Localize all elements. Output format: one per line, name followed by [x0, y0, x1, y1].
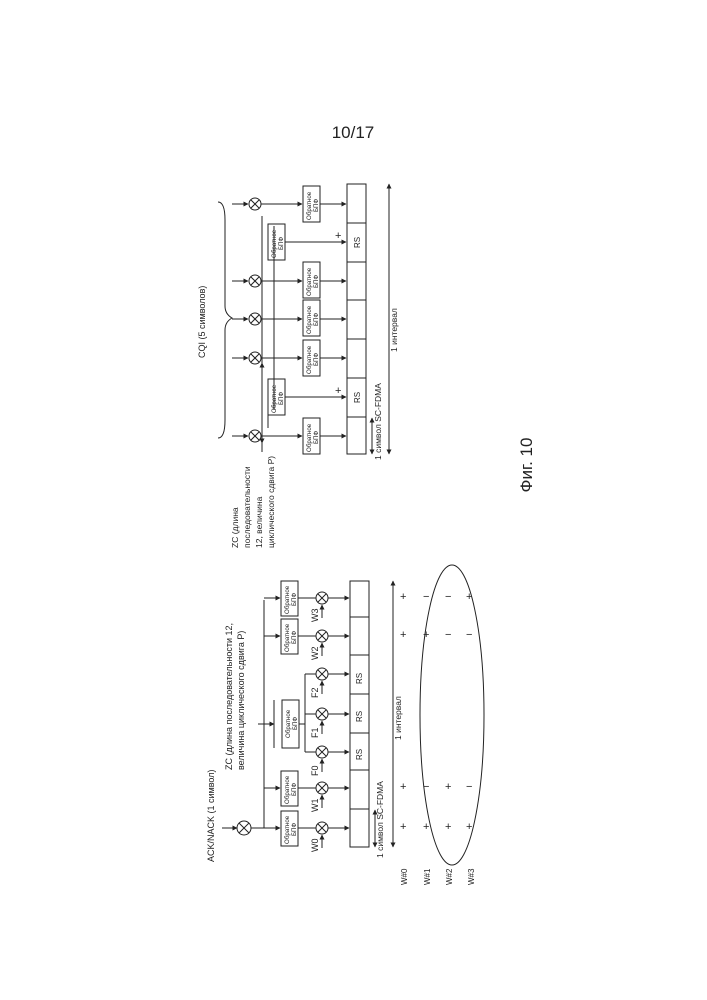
svg-text:−: − [445, 629, 451, 641]
figure-caption: Фиг. 10 [492, 430, 562, 500]
svg-text:Обратное: Обратное [284, 775, 291, 804]
walsh-w0: W0 [310, 839, 320, 853]
rs-label-left-2: RS [355, 711, 364, 722]
svg-text:+: + [400, 591, 406, 603]
svg-text:+: + [466, 821, 472, 833]
svg-text:БПФ: БПФ [313, 312, 320, 326]
row-label-w2: W#2 [445, 868, 454, 885]
cqi-brace [218, 202, 232, 438]
svg-text:БПФ: БПФ [313, 430, 320, 444]
svg-text:БПФ: БПФ [313, 352, 320, 366]
svg-text:БПФ: БПФ [291, 630, 298, 644]
rs-label-left-3: RS [355, 673, 364, 684]
svg-text:−: − [423, 591, 429, 603]
svg-text:Обратное: Обратное [284, 623, 291, 652]
svg-text:Обратное: Обратное [271, 229, 278, 258]
input-multiplier-icon [237, 821, 251, 835]
walsh-w3: W3 [310, 609, 320, 623]
svg-text:+: + [400, 781, 406, 793]
svg-text:Обратное: Обратное [285, 709, 292, 738]
row-label-w1: W#1 [423, 868, 432, 885]
svg-text:БПФ: БПФ [291, 782, 298, 796]
svg-text:БПФ: БПФ [313, 274, 320, 288]
dft-f0: F0 [310, 765, 320, 776]
svg-text:Обратное: Обратное [306, 267, 313, 296]
walsh-sign-table: W#0 W#1 W#2 W#3 + + + + + − + − + + − − … [400, 591, 476, 885]
zc-label-line2: величина циклического сдвига P) [236, 631, 246, 770]
svg-text:−: − [466, 629, 472, 641]
svg-text:Обратное: Обратное [271, 384, 278, 413]
svg-text:БПФ: БПФ [291, 822, 298, 836]
svg-text:+: + [400, 629, 406, 641]
svg-text:−: − [445, 591, 451, 603]
row-label-w3: W#3 [467, 868, 476, 885]
right-frame [347, 184, 366, 454]
zc-right-line2: последовательности [242, 466, 252, 548]
svg-text:−: − [466, 781, 472, 793]
ack-nack-label: ACK/NACK (1 символ) [206, 770, 216, 862]
svg-text:БПФ: БПФ [291, 592, 298, 606]
plus-rs2: + [335, 230, 341, 242]
left-symbol-label: 1 символ SC-FDMA [375, 781, 385, 858]
cqi-label: CQI (5 символов) [197, 286, 207, 358]
svg-text:БПФ: БПФ [278, 391, 285, 405]
svg-text:Обратное: Обратное [284, 585, 291, 614]
cqi-multiplier-icons [249, 198, 261, 442]
dft-f1: F1 [310, 727, 320, 738]
svg-text:+: + [423, 821, 429, 833]
zc-label-line1: ZC (длина последовательности 12, [224, 623, 234, 770]
dft-f2: F2 [310, 687, 320, 698]
svg-text:БПФ: БПФ [313, 198, 320, 212]
zc-right-line1: ZC (длина [230, 507, 240, 548]
svg-text:Обратное: Обратное [306, 423, 313, 452]
walsh-w2: W2 [310, 647, 320, 661]
svg-text:БПФ: БПФ [278, 236, 285, 250]
left-interval-label: 1 интервал [393, 696, 403, 740]
left-diagram: ACK/NACK (1 символ) ZC (длина последоват… [206, 565, 484, 885]
right-interval-label: 1 интервал [389, 308, 399, 352]
svg-text:+: + [445, 781, 451, 793]
walsh-w1: W1 [310, 799, 320, 813]
rs-label-left-1: RS [355, 749, 364, 760]
zc-right-line3: 12, величина [254, 496, 264, 548]
row-label-w0: W#0 [400, 868, 409, 885]
svg-text:Обратное: Обратное [306, 191, 313, 220]
rs-label-right-1: RS [353, 392, 362, 403]
rs-label-right-2: RS [353, 237, 362, 248]
highlight-ellipse [420, 565, 484, 865]
svg-text:Обратное: Обратное [306, 305, 313, 334]
svg-text:Обратное: Обратное [284, 815, 291, 844]
plus-rs1: + [335, 385, 341, 397]
right-symbol-label: 1 символ SC-FDMA [373, 383, 383, 460]
svg-text:+: + [445, 821, 451, 833]
svg-text:БПФ: БПФ [292, 716, 299, 730]
svg-text:Обратное: Обратное [306, 345, 313, 374]
svg-text:+: + [400, 821, 406, 833]
right-diagram: CQI (5 символов) ZC (длина последователь… [197, 184, 399, 548]
zc-right-line4: циклического сдвига P) [266, 456, 276, 548]
